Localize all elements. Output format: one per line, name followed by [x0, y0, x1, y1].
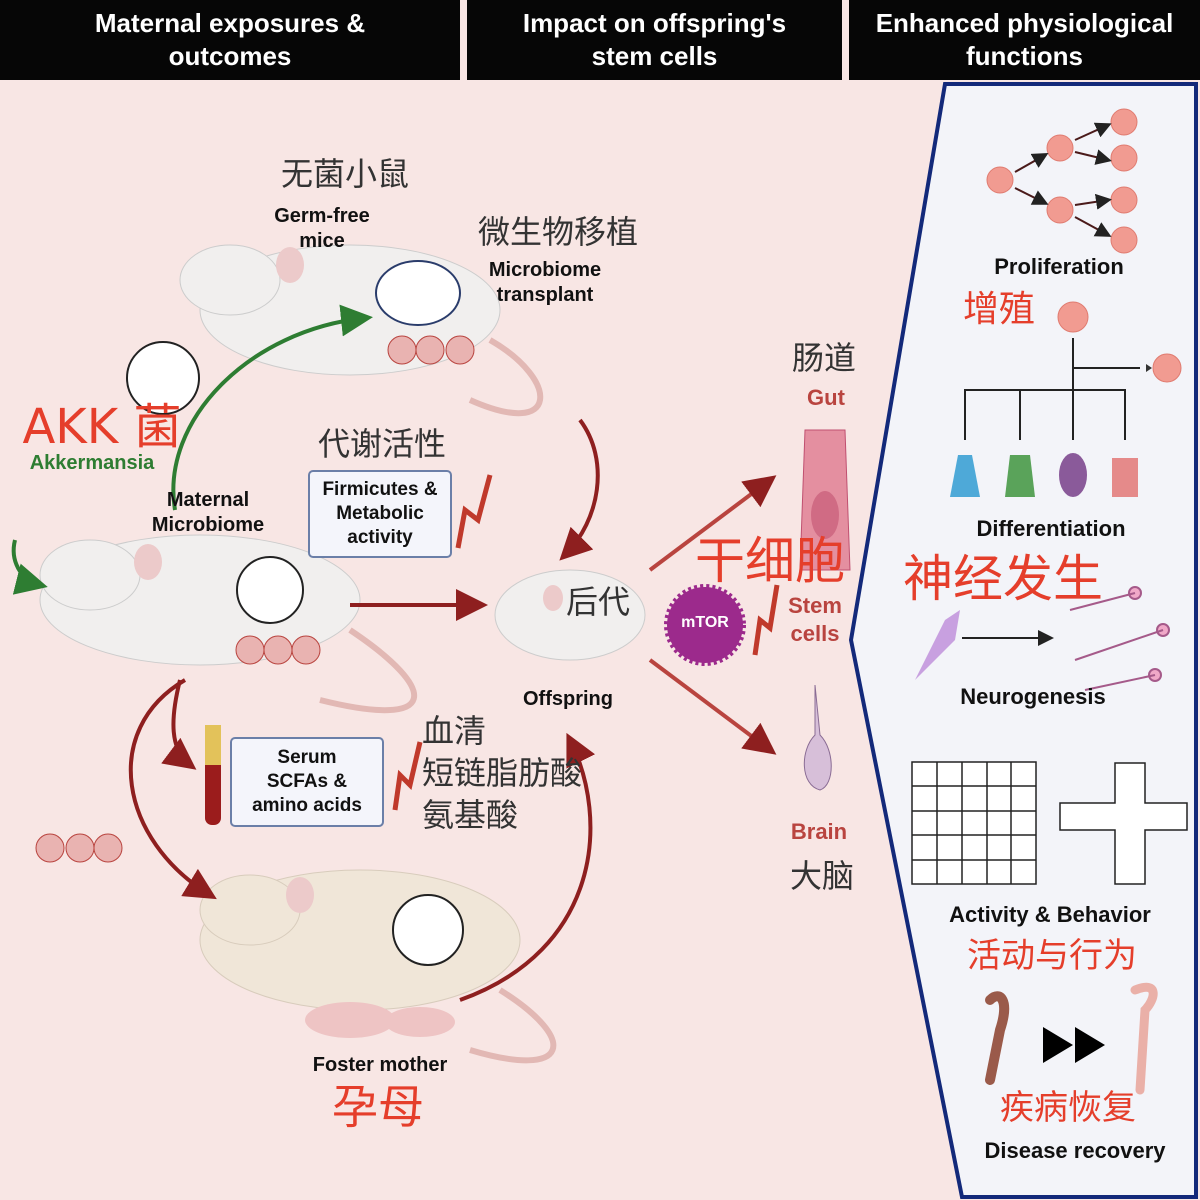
gf-to-offspring-arrow: [559, 418, 600, 561]
firmicutes-label: Firmicutes & Metabolic activity: [322, 479, 438, 548]
serum-cn-3: 氨基酸: [422, 796, 519, 834]
differentiated-cells: [950, 453, 1138, 497]
serum-box: Serum SCFAs & amino acids: [230, 737, 384, 827]
metabolic-cn: 代谢活性: [317, 425, 447, 463]
header-offspring-stem-cells: Impact on offspring's stem cells: [467, 0, 842, 80]
proliferation-cells: [986, 108, 1182, 383]
offspring-cn: 后代: [565, 583, 631, 621]
right-panel: [848, 82, 1198, 1199]
foster-mother-label: Foster mother: [312, 1054, 448, 1076]
mtor-label: mTOR: [681, 614, 729, 631]
akk-arrow: [11, 539, 48, 595]
increase-arrow-icon: [752, 584, 780, 656]
offspring-label: Offspring: [523, 688, 613, 710]
brain-label: Brain: [790, 819, 848, 844]
akkermansia-label: Akkermansia: [29, 452, 155, 474]
damaged-colon-icon: [985, 991, 1010, 1085]
open-field-maze-icon: [911, 761, 1037, 885]
header-maternal-exposures: Maternal exposures & outcomes: [0, 0, 460, 80]
serum-label: Serum SCFAs & amino acids: [252, 747, 362, 816]
uterus-embryos: [35, 335, 475, 863]
foster-mother-cn: 孕母: [332, 1080, 424, 1134]
header-label: Impact on offspring's stem cells: [522, 8, 787, 71]
neural-stem-cell-icon: [915, 610, 960, 680]
mtor-icon: [664, 584, 746, 666]
increase-arrow-icon: [455, 474, 493, 549]
header-label: Enhanced physiological functions: [875, 8, 1174, 71]
proliferation-cn: 增殖: [962, 289, 1036, 330]
fast-forward-icon: [1043, 1027, 1105, 1063]
stem-cells-label: Stem cells: [788, 593, 842, 646]
differentiation-tree: [964, 338, 1140, 440]
transplant-arrow: [171, 304, 373, 511]
disease-recovery-label: Disease recovery: [984, 1138, 1166, 1163]
plus-maze-icon: [1059, 762, 1188, 885]
offspring-to-brain-arrow: [648, 658, 777, 755]
offspring-mouse: [494, 569, 646, 661]
firmicutes-box: Firmicutes & Metabolic activity: [308, 470, 452, 558]
offspring-to-gut-arrow: [648, 475, 777, 572]
neurogenesis-cn: 神经发生: [903, 550, 1103, 608]
maternal-to-serum-arrow: [161, 679, 197, 770]
increase-arrow-icon: [392, 741, 423, 811]
serum-cn-2: 短链脂肪酸: [422, 754, 583, 792]
maternal-to-foster-arrow: [128, 678, 217, 900]
differentiation-label: Differentiation: [976, 516, 1126, 541]
header-label: Maternal exposures & outcomes: [94, 8, 366, 71]
gut-label: Gut: [807, 385, 845, 410]
healthy-colon-icon: [1130, 983, 1158, 1095]
activity-behavior-cn: 活动与行为: [967, 936, 1137, 976]
foster-to-offspring-arrow: [459, 732, 596, 1002]
maternal-microbiome-label: Maternal Microbiome: [151, 489, 265, 536]
akk-cn: AKK 菌: [22, 399, 182, 455]
serum-cn-1: 血清: [422, 712, 487, 750]
transplant-cn: 微生物移植: [477, 213, 639, 251]
transplant-label: Microbiome transplant: [488, 259, 602, 306]
header-physiological-functions: Enhanced physiological functions: [849, 0, 1200, 80]
maternal-mouse: [39, 534, 418, 714]
akkermansia-bacteria-icon: [126, 341, 200, 415]
brain-neuron-icon: [803, 684, 832, 791]
disease-recovery-cn: 疾病恢复: [1000, 1088, 1136, 1128]
foster-mother-mouse: [199, 869, 557, 1064]
gut-cn: 肠道: [791, 339, 857, 377]
brain-cn: 大脑: [789, 857, 855, 895]
germ-free-cn: 无菌小鼠: [280, 155, 410, 193]
stem-cells-cn: 干细胞: [695, 532, 845, 590]
neurons-icon: [1069, 586, 1170, 691]
germ-free-label: Germ-free mice: [274, 205, 370, 252]
proliferation-label: Proliferation: [994, 254, 1124, 279]
activity-behavior-label: Activity & Behavior: [949, 902, 1151, 927]
neurogenesis-label: Neurogenesis: [960, 684, 1106, 709]
